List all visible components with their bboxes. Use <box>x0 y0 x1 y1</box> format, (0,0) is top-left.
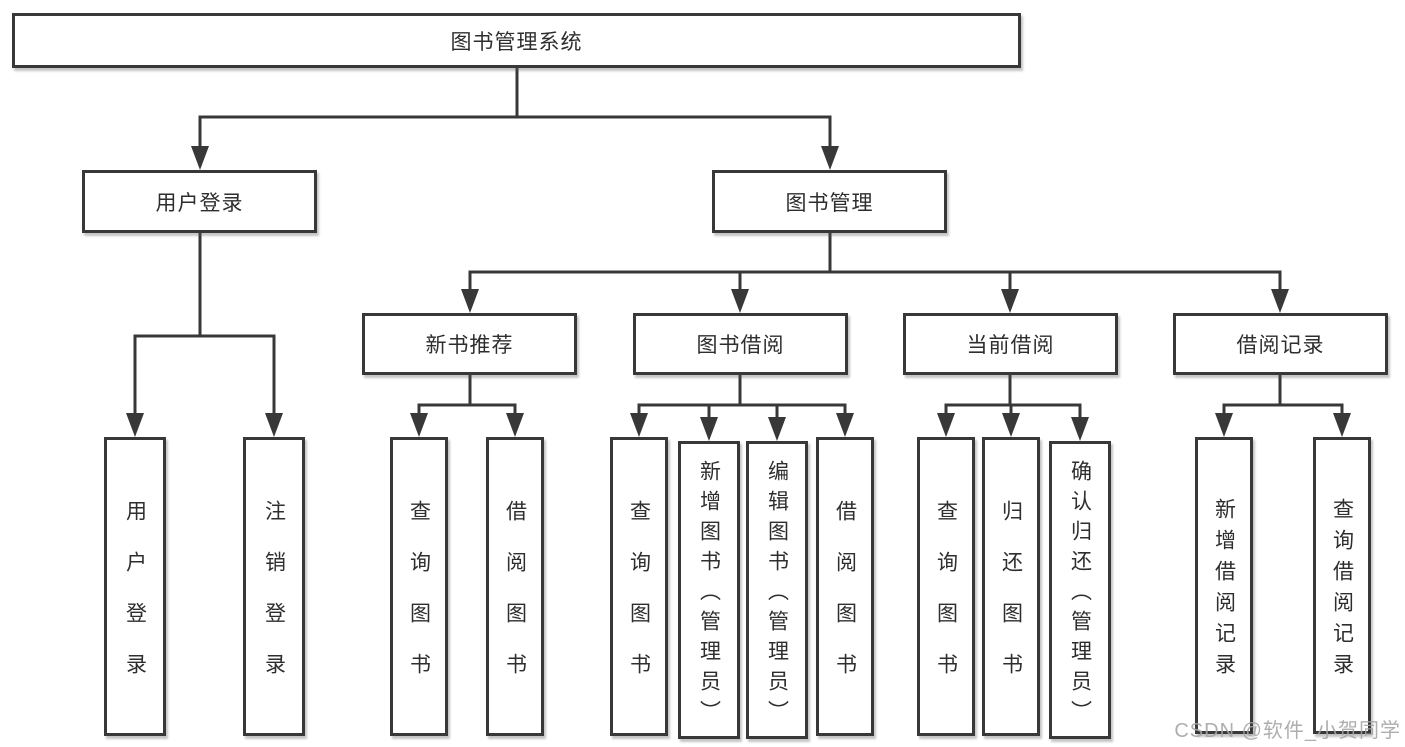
leaf-current-return-books: 归还图书 <box>982 437 1040 736</box>
leaf-user-login: 用户登录 <box>104 437 166 736</box>
leaf-records-query-record: 查询借阅记录 <box>1313 437 1371 734</box>
leaf-borrow-edit-books-admin-label: 编辑图书（管理员） <box>765 459 789 730</box>
leaf-borrow-borrow-books: 借阅图书 <box>816 437 874 736</box>
node-book-borrowing-label: 图书借阅 <box>696 334 785 357</box>
node-book-management: 图书管理 <box>712 170 947 233</box>
node-book-borrowing: 图书借阅 <box>633 313 848 375</box>
leaf-user-login-label: 用户登录 <box>123 499 147 704</box>
node-new-book-recommend-label: 新书推荐 <box>425 334 514 357</box>
leaf-current-confirm-return-admin-label: 确认归还（管理员） <box>1068 459 1092 730</box>
leaf-current-query-books: 查询图书 <box>917 437 975 736</box>
leaf-borrow-query-books: 查询图书 <box>610 437 668 736</box>
leaf-borrow-borrow-books-label: 借阅图书 <box>833 499 857 704</box>
leaf-borrow-add-books-admin-label: 新增图书（管理员） <box>697 459 721 730</box>
csdn-watermark: CSDN @软件_小贺同学 <box>1174 720 1401 742</box>
node-current-borrowing: 当前借阅 <box>903 313 1118 375</box>
leaf-records-query-record-label: 查询借阅记录 <box>1330 497 1354 684</box>
leaf-newbook-query-books: 查询图书 <box>390 437 448 736</box>
leaf-newbook-query-books-label: 查询图书 <box>407 499 431 704</box>
node-borrowing-records: 借阅记录 <box>1173 313 1388 375</box>
node-new-book-recommend: 新书推荐 <box>362 313 577 375</box>
node-library-system: 图书管理系统 <box>12 13 1021 68</box>
leaf-logout-label: 注销登录 <box>262 499 286 704</box>
node-library-system-label: 图书管理系统 <box>450 30 583 54</box>
node-borrowing-records-label: 借阅记录 <box>1236 334 1325 357</box>
leaf-records-add-record-label: 新增借阅记录 <box>1212 497 1236 684</box>
leaf-current-query-books-label: 查询图书 <box>934 499 958 704</box>
leaf-records-add-record: 新增借阅记录 <box>1195 437 1253 734</box>
leaf-current-return-books-label: 归还图书 <box>999 499 1023 704</box>
leaf-borrow-edit-books-admin: 编辑图书（管理员） <box>746 441 808 739</box>
node-user-login-label: 用户登录 <box>155 191 244 215</box>
leaf-newbook-borrow-books-label: 借阅图书 <box>503 499 527 704</box>
node-book-management-label: 图书管理 <box>785 191 874 215</box>
node-current-borrowing-label: 当前借阅 <box>966 334 1055 357</box>
leaf-current-confirm-return-admin: 确认归还（管理员） <box>1049 441 1111 739</box>
leaf-borrow-query-books-label: 查询图书 <box>627 499 651 704</box>
leaf-logout: 注销登录 <box>243 437 305 736</box>
leaf-borrow-add-books-admin: 新增图书（管理员） <box>678 441 740 739</box>
leaf-newbook-borrow-books: 借阅图书 <box>486 437 544 736</box>
node-user-login: 用户登录 <box>82 170 317 233</box>
